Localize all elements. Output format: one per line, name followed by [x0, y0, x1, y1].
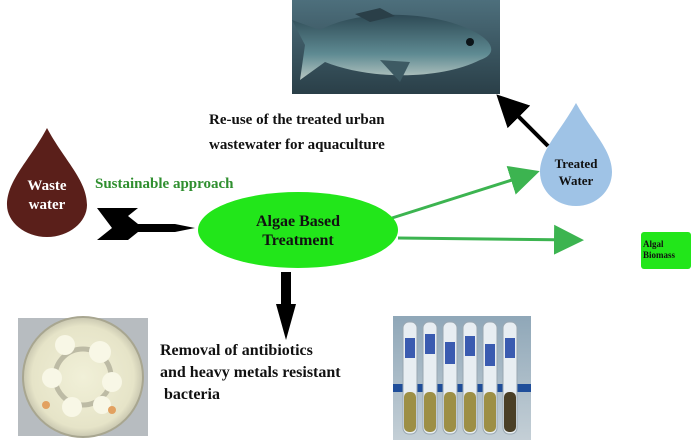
treated-line2: Water [558, 173, 594, 188]
algal-biomass-box [641, 232, 691, 269]
algae-to-biomass-arrow [397, 224, 584, 255]
treated-water-label: Treated Water [540, 155, 612, 189]
algae-treatment-label: Algae Based Treatment [228, 212, 368, 250]
reuse-text: Re-use of the treated urban wastewater f… [209, 108, 385, 158]
reuse-line2: wastewater for aquaculture [209, 137, 385, 153]
biomass-line1: Algal [643, 239, 664, 249]
treated-to-fish-arrow [496, 94, 550, 148]
algae-line2: Treatment [262, 232, 334, 249]
removal-line1: Removal of antibiotics [160, 342, 313, 359]
removal-line3: bacteria [164, 386, 220, 403]
algae-to-treated-arrow [391, 165, 540, 220]
petri-dish-photo [18, 316, 148, 438]
waste-water-label: Waste water [10, 177, 84, 215]
test-tubes-photo [393, 316, 531, 440]
algae-line1: Algae Based [256, 213, 340, 230]
treated-line1: Treated [554, 156, 598, 171]
treated-water-drop [540, 103, 612, 206]
waste-water-drop [7, 128, 87, 237]
sustainable-approach-text: Sustainable approach [95, 176, 234, 192]
fish-photo [292, 0, 500, 94]
algal-biomass-label: Algal Biomass [643, 239, 689, 261]
removal-text: Removal of antibiotics and heavy metals … [160, 340, 341, 406]
waste-water-line2: water [28, 197, 66, 213]
reuse-line1: Re-use of the treated urban [209, 112, 385, 128]
removal-line2: and heavy metals resistant [160, 364, 341, 381]
waste-to-algae-arrow [97, 208, 195, 240]
biomass-line2: Biomass [643, 250, 676, 260]
algae-down-arrow [276, 272, 296, 340]
waste-water-line1: Waste [27, 178, 67, 194]
algae-treatment-node [198, 192, 398, 268]
